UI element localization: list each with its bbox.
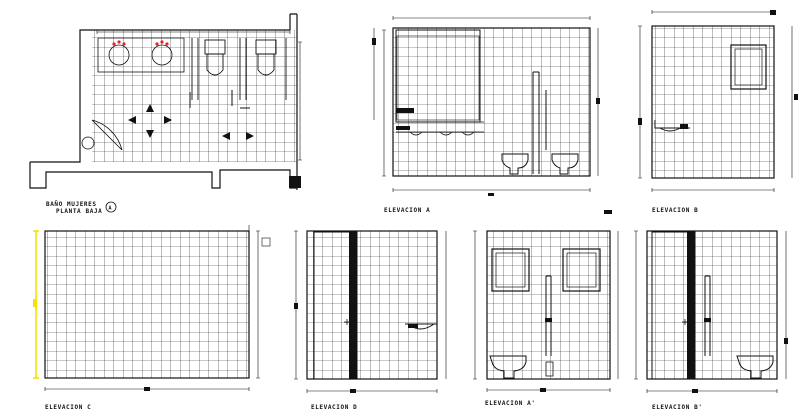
plan-title-2: PLANTA BAJA bbox=[56, 208, 102, 215]
plan-floor-tiles bbox=[92, 30, 297, 162]
elevation-b bbox=[638, 10, 798, 192]
grab-bars bbox=[189, 90, 250, 109]
elevation-a-prime bbox=[473, 210, 619, 392]
plan-marker-circle bbox=[105, 201, 117, 213]
plan-dimensions bbox=[96, 30, 302, 161]
faucet-marks bbox=[112, 40, 169, 46]
label-elevation-b: ELEVACION B bbox=[652, 207, 698, 214]
door-tag bbox=[81, 136, 95, 150]
elevation-d bbox=[294, 230, 447, 393]
label-elevation-c: ELEVACION C bbox=[45, 404, 91, 411]
elevation-arrows bbox=[128, 104, 254, 140]
label-elevation-a: ELEVACION A bbox=[384, 207, 430, 214]
plan-title-1: BAÑO MUJERES bbox=[46, 201, 97, 208]
elevation-c bbox=[33, 225, 271, 391]
sink-2 bbox=[151, 44, 173, 66]
plan-vanity bbox=[97, 37, 185, 73]
stall-partitions bbox=[191, 38, 287, 100]
elevation-a bbox=[372, 16, 600, 196]
label-elevation-d: ELEVACION D bbox=[311, 404, 357, 411]
door-swing bbox=[91, 119, 123, 151]
elevation-b-prime bbox=[634, 230, 788, 393]
label-elevation-b-prime: ELEVACION B' bbox=[652, 404, 703, 411]
plan-walls bbox=[29, 13, 298, 190]
plan-toilets bbox=[204, 39, 277, 76]
floor-plan bbox=[29, 13, 302, 190]
plan-column bbox=[289, 176, 301, 188]
plan-marker: A bbox=[109, 206, 113, 212]
sink-1 bbox=[108, 44, 130, 66]
label-elevation-a-prime: ELEVACION A' bbox=[485, 400, 536, 407]
